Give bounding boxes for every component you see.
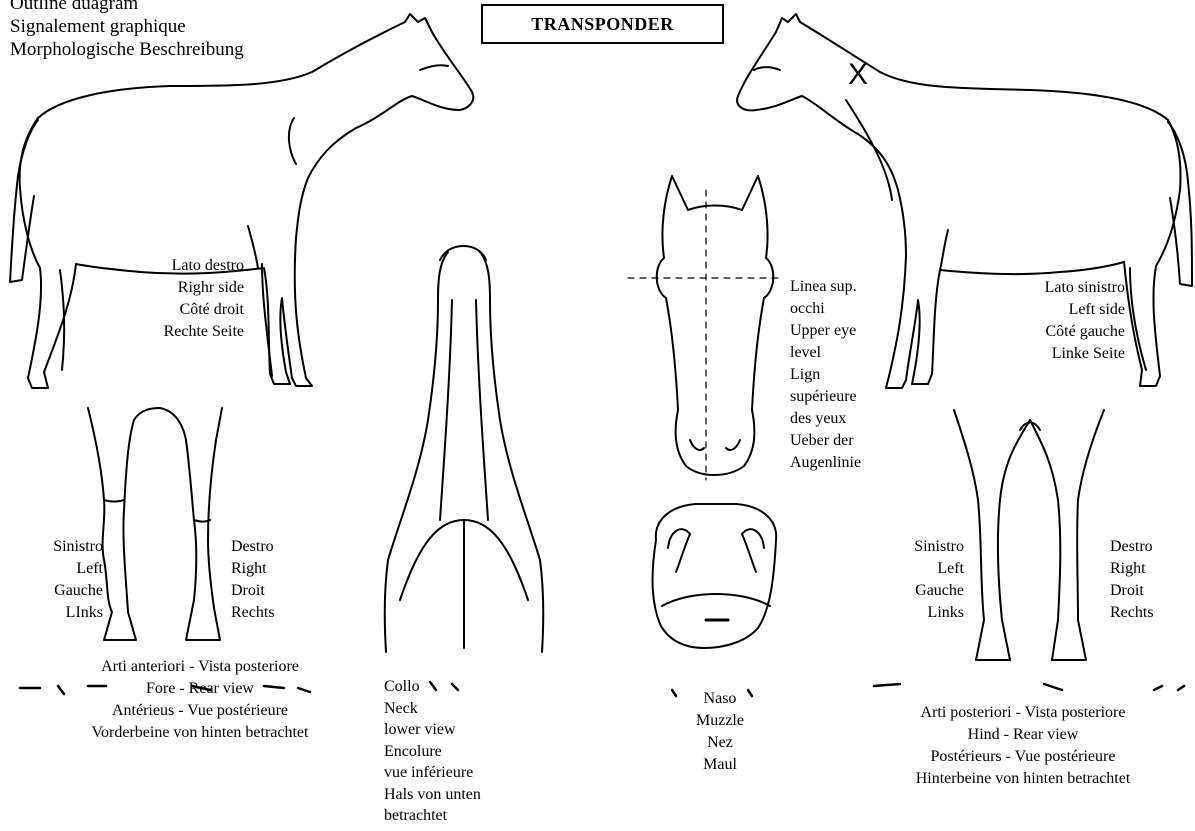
upper-eye-level-label: Linea sup. occhi Upper eye level Lign su… (790, 276, 861, 474)
label-line: supérieure (790, 386, 861, 408)
caption-line: Antérieus - Vue postérieure (40, 700, 360, 722)
muzzle-outline (653, 504, 777, 648)
caption-line: Postérieurs - Vue postérieure (868, 746, 1178, 768)
label-line: Gauche (914, 580, 964, 602)
label-line: LInks (53, 602, 103, 624)
label-line: Neck (384, 698, 481, 720)
label-line: Rechts (1110, 602, 1154, 624)
label-line: Ueber der (790, 430, 861, 452)
caption-line: Vorderbeine von hinten betrachtet (40, 722, 360, 744)
label-line: Nez (680, 732, 760, 754)
label-line: betrachtet (384, 805, 481, 827)
label-line: Lato sinistro (1045, 277, 1125, 299)
label-line: Right (1110, 558, 1154, 580)
title-line: Morphologische Beschreibung (10, 38, 244, 61)
label-line: Lign (790, 364, 861, 386)
diagram-title: Outline duagram Signalement graphique Mo… (10, 0, 244, 61)
label-line: occhi (790, 298, 861, 320)
label-line: Right (231, 558, 275, 580)
label-line: Hals von unten (384, 784, 481, 806)
hind-legs-caption: Arti posteriori - Vista posteriore Hind … (868, 702, 1178, 790)
label-line: Gauche (53, 580, 103, 602)
label-line: Collo (384, 676, 481, 698)
label-line: Left (914, 558, 964, 580)
label-line: Augenlinie (790, 452, 861, 474)
label-line: Droit (231, 580, 275, 602)
label-line: vue inférieure (384, 762, 481, 784)
hind-right-label: Destro Right Droit Rechts (1110, 536, 1154, 624)
caption-line: Hinterbeine von hinten betrachtet (868, 768, 1178, 790)
label-line: Linke Seite (1045, 343, 1125, 365)
label-line: Left (53, 558, 103, 580)
fore-left-label: Sinistro Left Gauche LInks (53, 536, 103, 624)
label-line: Left side (1045, 299, 1125, 321)
label-line: Sinistro (53, 536, 103, 558)
neck-lower-view-outline (385, 246, 544, 652)
label-line: Destro (1110, 536, 1154, 558)
hind-legs-rear-view-outline (954, 410, 1104, 660)
label-line: Lato destro (164, 255, 244, 277)
label-line: Sinistro (914, 536, 964, 558)
label-line: Muzzle (680, 710, 760, 732)
label-line: Rechts (231, 602, 275, 624)
transponder-label: TRANSPONDER (531, 14, 674, 35)
label-line: Côté gauche (1045, 321, 1125, 343)
title-line: Signalement graphique (10, 15, 244, 38)
label-line: Droit (1110, 580, 1154, 602)
transponder-box: TRANSPONDER (481, 4, 724, 44)
label-line: Destro (231, 536, 275, 558)
label-line: Rechte Seite (164, 321, 244, 343)
label-line: Côté droit (164, 299, 244, 321)
head-front-view-outline (628, 176, 782, 480)
label-line: Links (914, 602, 964, 624)
caption-line: Fore - Rear view (40, 678, 360, 700)
right-side-label: Lato destro Righr side Côté droit Rechte… (164, 255, 244, 343)
transponder-location-mark: X (848, 58, 868, 92)
title-line: Outline duagram (10, 0, 244, 15)
fore-legs-rear-view-outline (88, 408, 222, 640)
caption-line: Hind - Rear view (868, 724, 1178, 746)
label-line: Maul (680, 754, 760, 776)
label-line: Upper eye (790, 320, 861, 342)
caption-line: Arti posteriori - Vista posteriore (868, 702, 1178, 724)
fore-right-label: Destro Right Droit Rechts (231, 536, 275, 624)
label-line: Linea sup. (790, 276, 861, 298)
label-line: Encolure (384, 741, 481, 763)
label-line: des yeux (790, 408, 861, 430)
fore-legs-caption: Arti anteriori - Vista posteriore Fore -… (40, 656, 360, 744)
label-line: Righr side (164, 277, 244, 299)
hind-left-label: Sinistro Left Gauche Links (914, 536, 964, 624)
label-line: level (790, 342, 861, 364)
label-line: Naso (680, 688, 760, 710)
muzzle-label: Naso Muzzle Nez Maul (680, 688, 760, 776)
neck-lower-view-label: Collo Neck lower view Encolure vue infér… (384, 676, 481, 827)
label-line: lower view (384, 719, 481, 741)
left-side-label: Lato sinistro Left side Côté gauche Link… (1045, 277, 1125, 365)
caption-line: Arti anteriori - Vista posteriore (40, 656, 360, 678)
